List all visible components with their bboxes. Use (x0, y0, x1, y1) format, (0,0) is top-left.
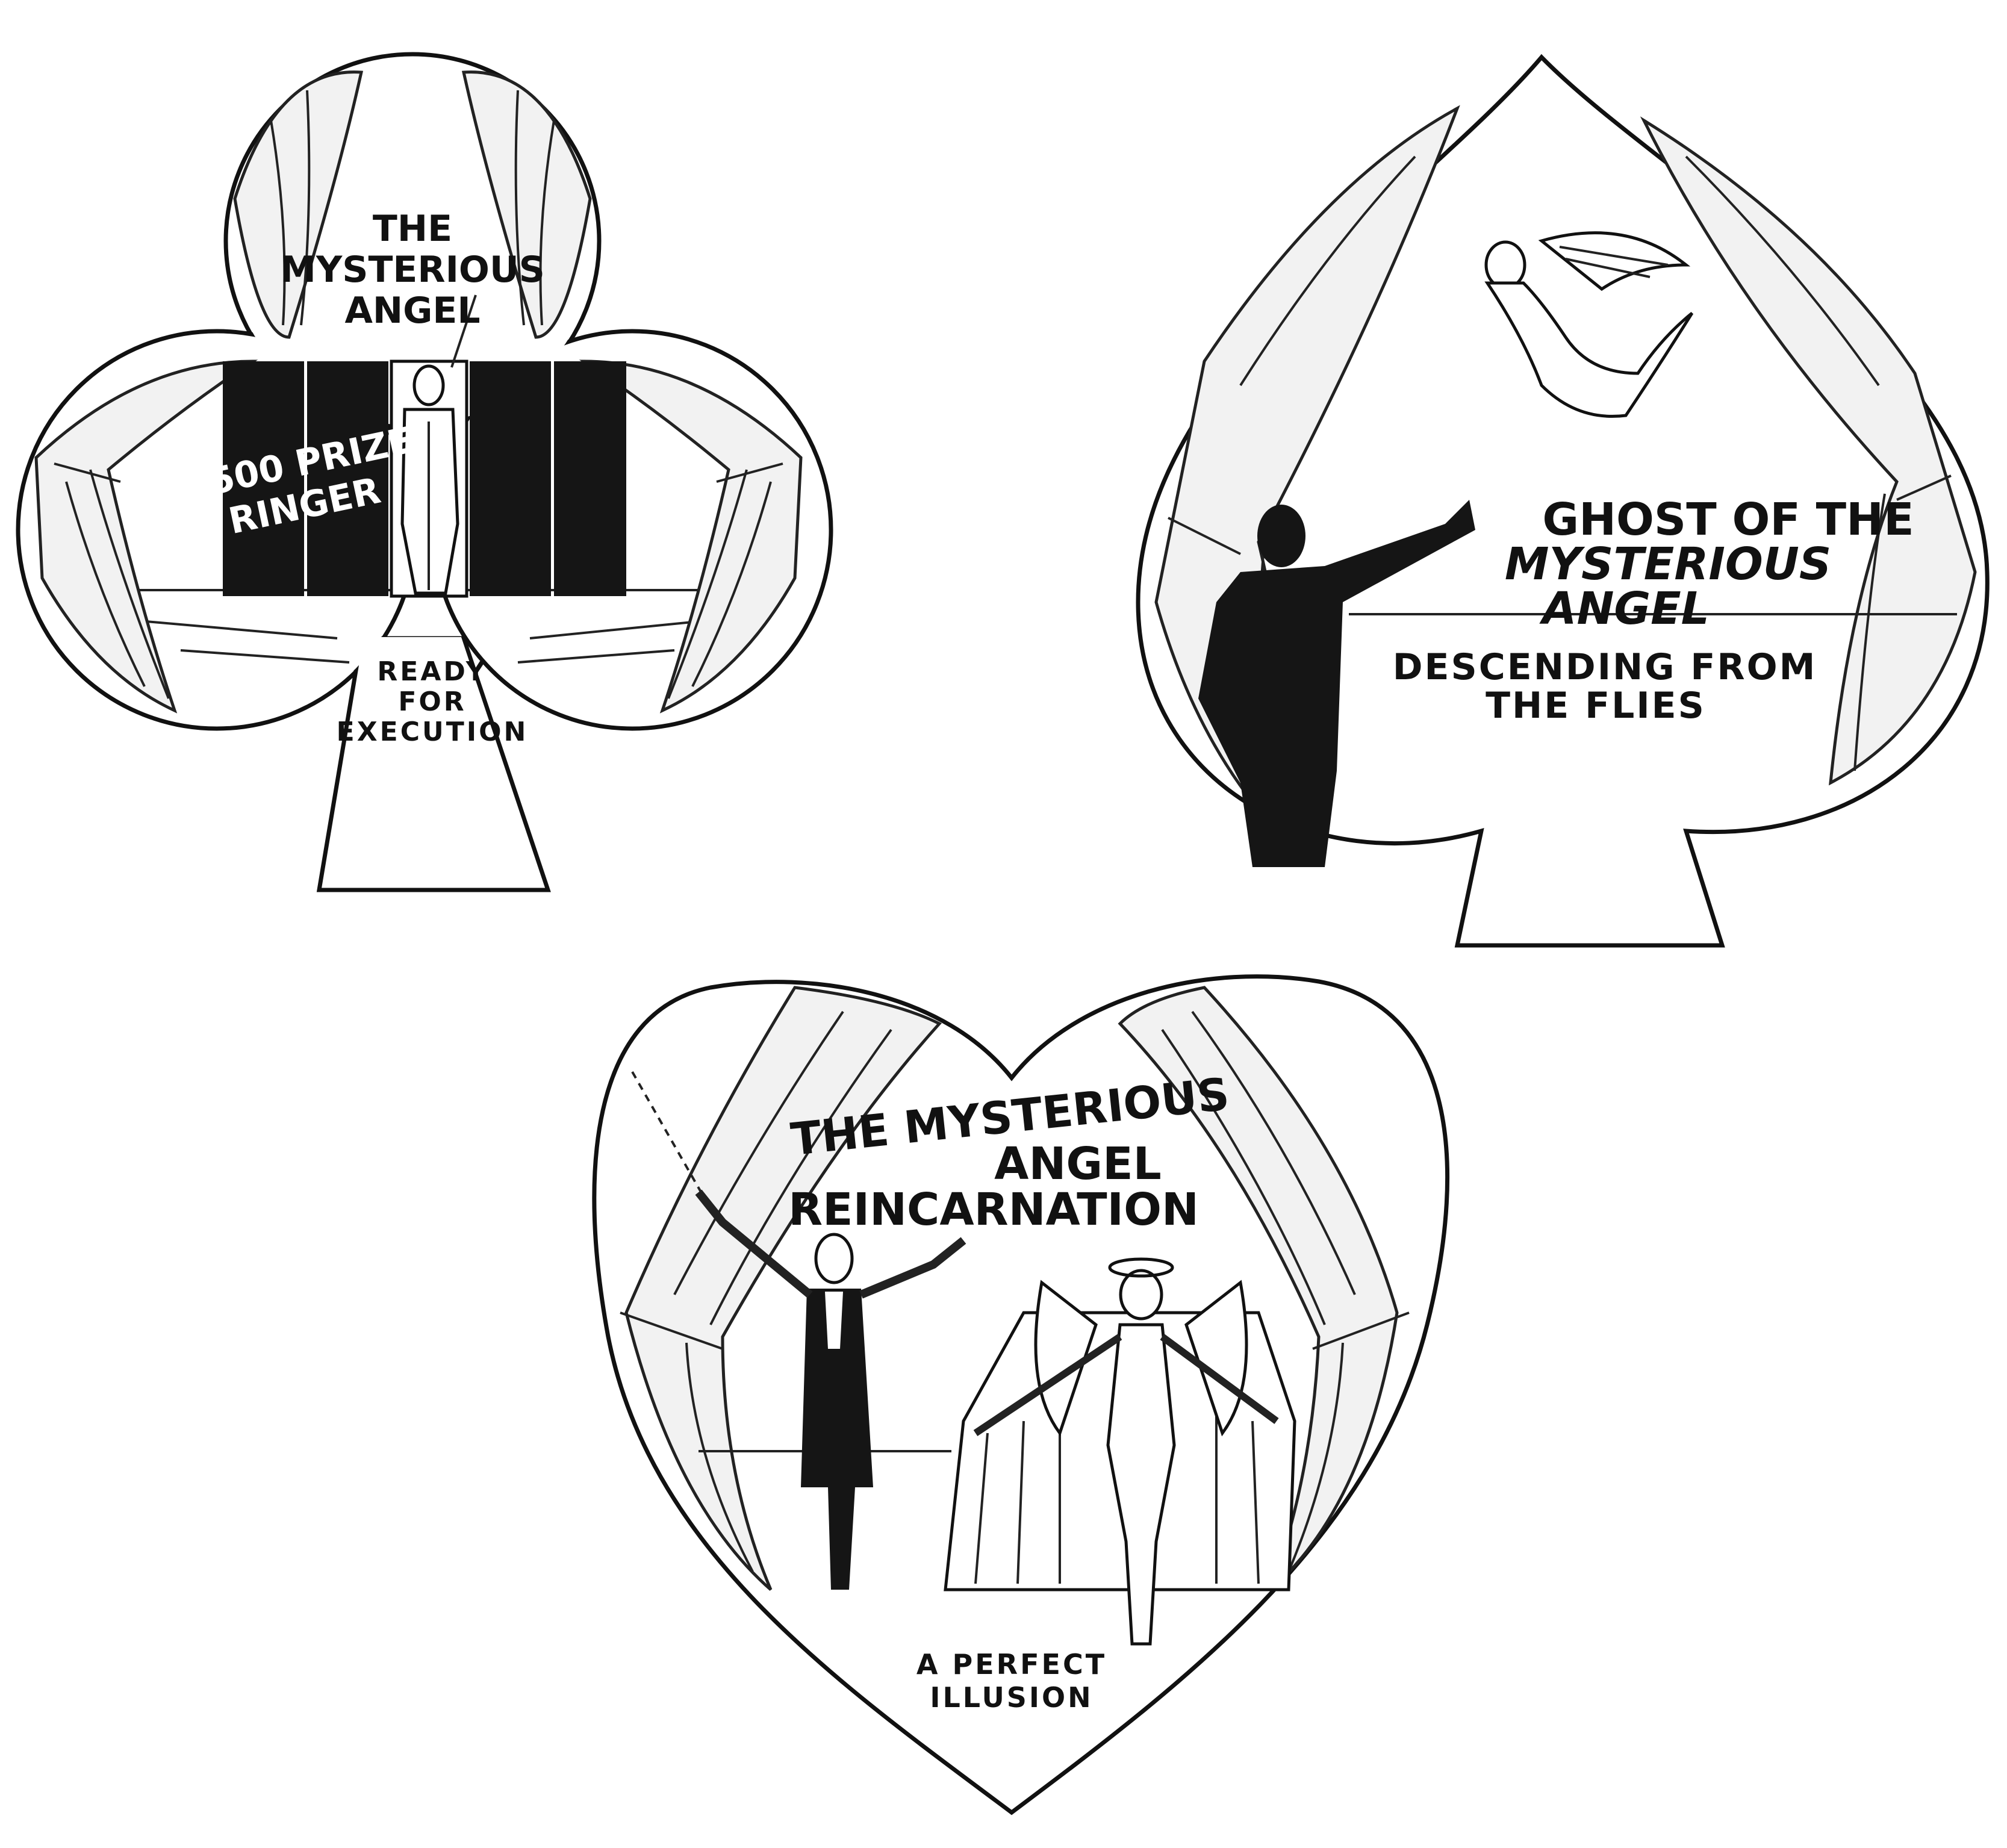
heart-wand (631, 1071, 706, 1199)
spade-title-line3: ANGEL (1539, 583, 1710, 635)
spade-caption-line2: THE FLIES (1486, 685, 1706, 727)
club-prisoner-figure (400, 294, 477, 595)
club-title-line1: THE (373, 208, 452, 250)
club-left-curtain (34, 359, 258, 714)
club-title-line3: ANGEL (344, 290, 480, 332)
spade-flying-angel (1484, 231, 1694, 418)
club-panel: THE MYSTERIOUS ANGEL $500 PRIZE RINGER R… (16, 52, 833, 892)
spade-title-line2: MYSTERIOUS (1505, 538, 1831, 590)
heart-right-curtain (1118, 986, 1410, 1591)
club-right-curtain (579, 359, 803, 714)
spade-magician-figure (1198, 500, 1475, 867)
heart-panel: THE MYSTERIOUS ANGEL REINCARNATION A PER… (592, 974, 1450, 1815)
heart-caption-line2: ILLUSION (930, 1681, 1093, 1714)
heart-magician-figure (695, 1189, 966, 1590)
heart-left-curtain (620, 986, 942, 1591)
club-caption-line1: READY (377, 656, 487, 687)
club-top-curtains (233, 70, 592, 339)
heart-angel-figure (944, 1257, 1296, 1646)
club-caption-line3: EXECUTION (337, 717, 529, 747)
heart-title-line2: ANGEL (994, 1138, 1162, 1190)
club-caption-line2: FOR (398, 686, 466, 717)
spade-caption-line1: DESCENDING FROM (1393, 646, 1817, 688)
club-title-line2: MYSTERIOUS (280, 249, 545, 291)
spade-panel: GHOST OF THE MYSTERIOUS ANGEL DESCENDING… (1136, 54, 1990, 948)
club-folding-screen (223, 359, 626, 598)
spade-right-curtain (1640, 116, 1977, 786)
spade-title-line1: GHOST OF THE (1542, 494, 1914, 546)
heart-title-line3: REINCARNATION (788, 1184, 1199, 1236)
heart-caption-line1: A PERFECT (916, 1648, 1107, 1681)
